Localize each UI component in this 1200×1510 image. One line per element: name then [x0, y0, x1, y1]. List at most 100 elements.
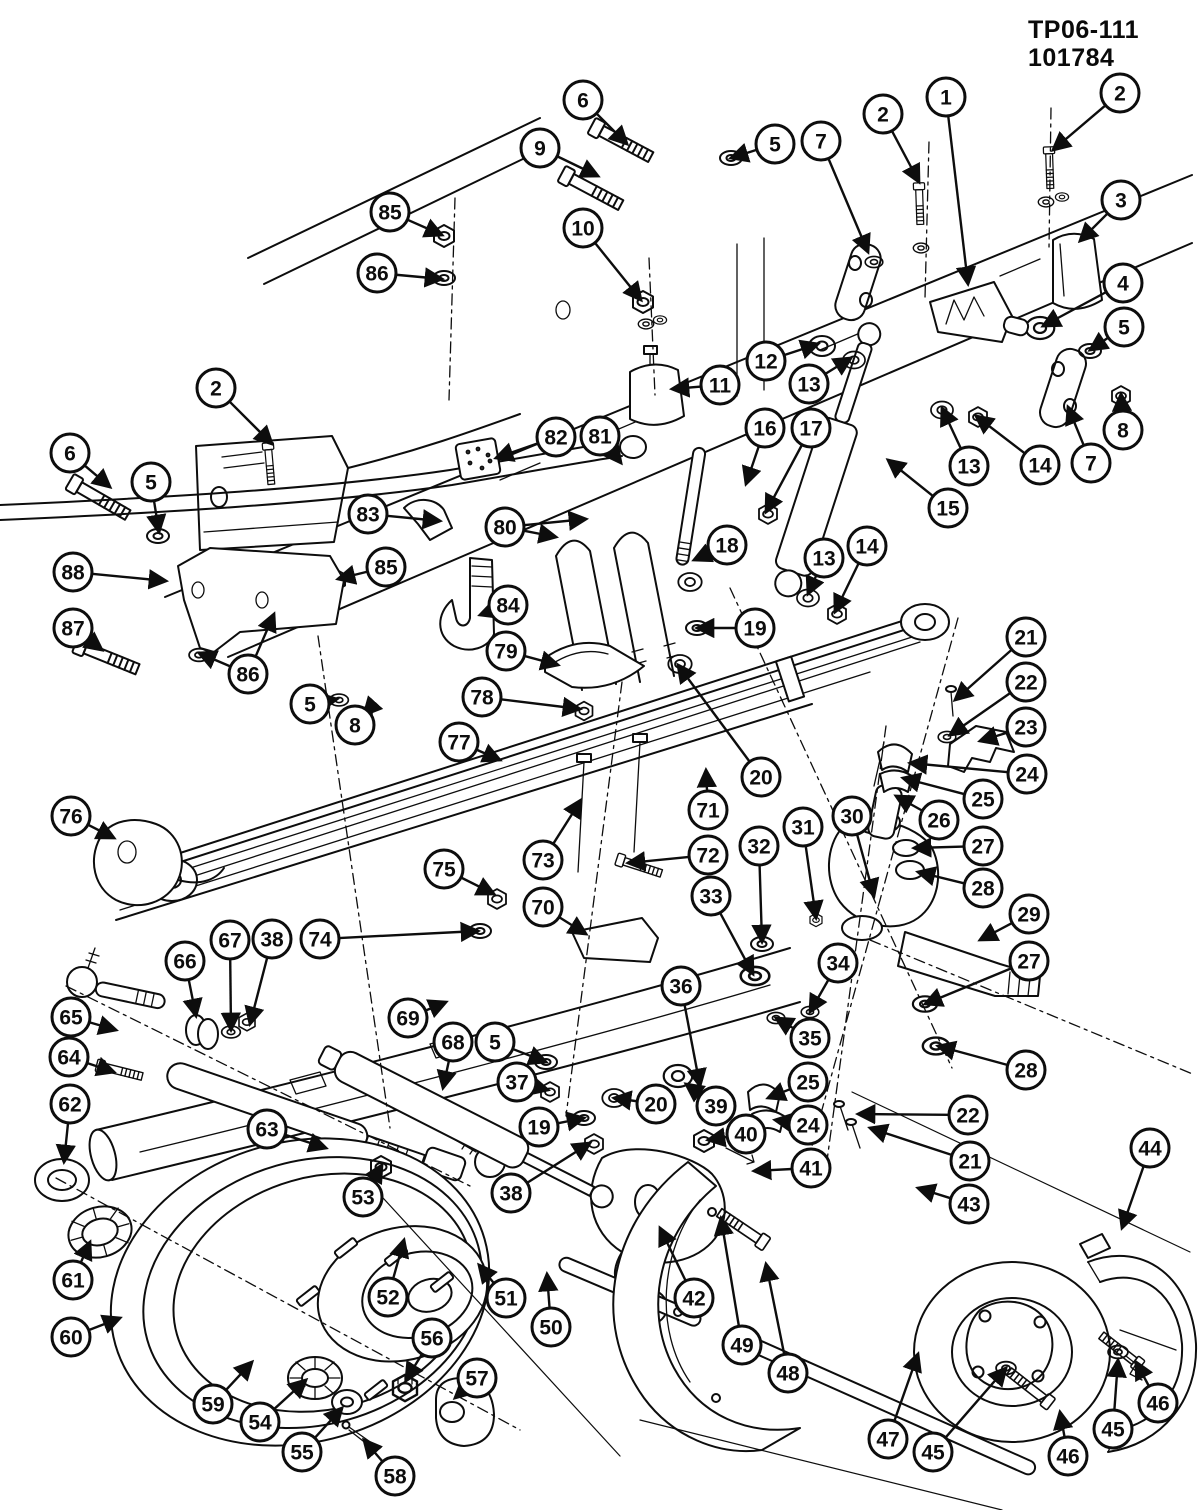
leader-arrow: [728, 143, 758, 163]
callout-balloon: [740, 756, 782, 798]
callout-balloon: [289, 683, 331, 725]
callout-balloon: [1005, 706, 1047, 748]
leaf-spring: [115, 603, 950, 921]
callout-number: 5: [489, 1032, 501, 1055]
callout-number: 10: [571, 218, 594, 241]
leader-arrow: [910, 837, 965, 858]
engine-mount-bracket: [92, 819, 225, 907]
callout-57: 57: [452, 1357, 498, 1401]
callout-number: 6: [577, 90, 589, 113]
callout-23: 23: [977, 706, 1047, 748]
backing-plate: [913, 1261, 1129, 1443]
callout-balloon: [948, 445, 990, 487]
leader-arrow: [86, 1056, 117, 1077]
callout-number: 54: [248, 1412, 272, 1435]
callout-number: 88: [61, 562, 85, 585]
callout-58: 58: [362, 1437, 416, 1497]
callout-number: 2: [877, 104, 889, 127]
leader-arrow: [196, 650, 232, 670]
callout-number: 5: [1118, 317, 1130, 340]
callout-number: 82: [544, 427, 567, 450]
leader-arrow: [854, 1103, 950, 1125]
leader-arrow: [146, 500, 167, 536]
leader-arrow: [1065, 404, 1085, 446]
callout-balloon: [695, 1085, 737, 1127]
callout-41: 41: [750, 1147, 832, 1189]
callout-number: 40: [734, 1124, 757, 1147]
callout-balloon: [1005, 1049, 1047, 1091]
callout-83: 83: [347, 493, 444, 535]
callout-balloon: [725, 1113, 767, 1155]
callout-66: 66: [164, 940, 206, 1020]
callout-number: 25: [971, 789, 995, 812]
callout-number: 81: [588, 426, 612, 449]
leader-arrow: [915, 866, 965, 887]
callout-balloon: [787, 1104, 829, 1146]
callout-47: 47: [867, 1351, 922, 1460]
callout-number: 20: [644, 1094, 667, 1117]
leader-arrow: [947, 115, 977, 288]
leader-arrow: [713, 1214, 741, 1327]
callout-86: 86: [196, 611, 277, 695]
callout-39: 39: [683, 1082, 737, 1127]
callout-number: 28: [971, 878, 995, 901]
callout-85: 85: [335, 546, 407, 588]
callout-6: 6: [562, 79, 630, 147]
callout-13: 13: [788, 356, 854, 405]
leader-arrow: [658, 1225, 687, 1282]
leader-arrow: [477, 1262, 498, 1285]
callout-balloon: [461, 676, 503, 718]
callout-number: 44: [1138, 1138, 1162, 1161]
callout-75: 75: [423, 848, 497, 896]
callout-balloon: [635, 1083, 677, 1125]
callout-balloon: [867, 1418, 909, 1460]
callout-54: 54: [239, 1377, 309, 1443]
callout-number: 14: [855, 536, 879, 559]
leader-arrow: [477, 599, 500, 619]
callout-49: 49: [713, 1214, 763, 1366]
leader-arrow: [73, 1239, 93, 1264]
callout-number: 32: [747, 836, 770, 859]
leader-arrow: [220, 958, 242, 1034]
shackle-bushing: [1002, 315, 1056, 341]
callout-number: 19: [743, 618, 766, 641]
callout-balloon: [50, 996, 92, 1038]
leader-arrow: [593, 242, 643, 303]
callout-balloon: [52, 607, 94, 649]
leader-arrow: [808, 978, 830, 1015]
leader-arrow: [225, 1359, 255, 1391]
callout-17: 17: [764, 407, 832, 515]
leader-arrow: [523, 510, 590, 531]
callout-balloon: [962, 778, 1004, 820]
callout-number: 13: [957, 456, 980, 479]
callout-24: 24: [771, 1104, 829, 1146]
leader-arrow: [395, 267, 446, 288]
callout-balloon: [49, 1083, 91, 1125]
callout-73: 73: [522, 797, 583, 881]
leader-arrow: [552, 797, 583, 845]
leader-arrow: [556, 155, 601, 178]
callout-number: 5: [769, 134, 781, 157]
leader-arrow: [88, 1314, 123, 1334]
callout-65: 65: [50, 996, 119, 1038]
callout-balloon: [790, 407, 832, 449]
callout-13: 13: [940, 405, 990, 487]
callout-balloon: [456, 1357, 498, 1399]
callout-69: 69: [387, 997, 449, 1039]
leader-arrow: [624, 851, 690, 872]
callout-number: 52: [376, 1287, 399, 1310]
callout-9: 9: [519, 127, 601, 178]
grease-seal: [34, 1158, 90, 1202]
callout-number: 50: [539, 1317, 562, 1340]
callout-balloon: [1100, 179, 1142, 221]
callout-number: 79: [494, 641, 517, 664]
leader-arrow: [595, 112, 630, 147]
callout-balloon: [744, 407, 786, 449]
leader-arrow: [764, 444, 804, 515]
callout-number: 71: [696, 800, 720, 823]
callout-7: 7: [800, 120, 871, 255]
callout-number: 33: [699, 886, 722, 909]
callout-balloon: [1005, 616, 1047, 658]
callout-number: 59: [201, 1394, 224, 1417]
